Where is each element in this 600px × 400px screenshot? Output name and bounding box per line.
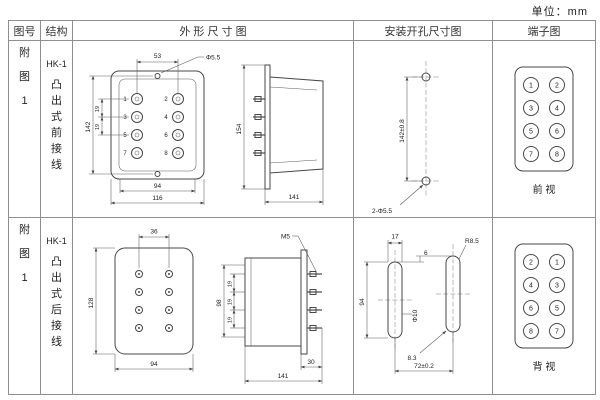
- terminal-number: 7: [555, 329, 559, 336]
- terminal-number: 5: [555, 306, 559, 313]
- stud-number: 3: [123, 115, 127, 121]
- dim-slot-end-radius: R8.5: [465, 238, 479, 245]
- terminal-number: 8: [529, 329, 533, 336]
- row1-model-label: HK-1: [46, 59, 67, 69]
- terminal-holes: [135, 270, 173, 332]
- terminal-number: 6: [555, 129, 559, 136]
- front-view: 1 2 3 4 5 6 7 8: [110, 70, 205, 180]
- row2-fig-cell: 附图1: [8, 217, 41, 395]
- row1-terminal-cell: 1 2 3 4 5 6 7 8 前 视: [492, 40, 596, 218]
- terminal-number: 6: [529, 306, 533, 313]
- dim-mounting-hole-span: 142±0.8: [399, 119, 406, 143]
- terminal-number: 1: [555, 260, 559, 267]
- row2-mounting-cell: 17 6 R8.5 94 Φ10 8.3: [353, 217, 493, 395]
- terminal-number: 2: [555, 83, 559, 90]
- dim-row-pitch: 19: [95, 106, 101, 112]
- table-row: 附图1 HK-1 凸出式后接线: [8, 217, 596, 395]
- terminal-studs: [131, 93, 184, 159]
- dim-stud-length: 30: [307, 359, 315, 366]
- dim-stud-pitch: 19: [228, 281, 234, 287]
- terminal-number: 4: [555, 106, 559, 113]
- dim-side-height: 154: [236, 123, 243, 134]
- header-mounting-dims: 安装开孔尺寸图: [353, 20, 493, 41]
- dim-mounting-holes: 2-Φ5.5: [372, 208, 392, 215]
- row2-terminal-cell: 2 1 4 3 6 5 8 7 背 视: [492, 217, 596, 395]
- stud-number: 4: [164, 115, 168, 121]
- unit-label: 单位：mm: [531, 6, 588, 18]
- terminal-diagram-rear-view: 2 1 4 3 6 5 8 7 背 视: [514, 243, 574, 373]
- row2-structure-cell: HK-1 凸出式后接线: [40, 217, 73, 395]
- dim-overall-width: 116: [152, 195, 163, 202]
- side-studs: [253, 96, 265, 156]
- view-label-front: 前 视: [533, 183, 556, 196]
- terminal-number: 4: [529, 283, 533, 290]
- stud-number: 7: [123, 151, 127, 157]
- terminal-number: 2: [529, 260, 533, 267]
- stud-number: 1: [123, 97, 127, 103]
- view-label-rear: 背 视: [533, 360, 556, 373]
- terminal-number: 3: [555, 283, 559, 290]
- terminal-number: 3: [529, 106, 533, 113]
- mounting-drawing-rear-wiring: 17 6 R8.5 94 Φ10 8.3: [359, 234, 479, 374]
- stud-number: 5: [123, 133, 127, 139]
- stud-numbers: 1 2 3 4 5 6 7 8: [123, 97, 168, 157]
- header-row: 图号 结构 外 形 尺 寸 图 安装开孔尺寸图 端子图: [8, 20, 596, 41]
- dim-slot-center-span: 72±0.2: [414, 363, 434, 370]
- side-view: [253, 64, 324, 190]
- dim-hole-span: 142: [85, 121, 92, 132]
- dim-body-height: 128: [88, 297, 95, 308]
- dim-stud-thread: M5: [281, 234, 290, 241]
- outline-drawing-rear-wiring: 36 128 94: [88, 229, 323, 384]
- rear-face-view: 36 128 94: [88, 229, 194, 372]
- terminal-grid: 1 2 3 4 5 6 7 8: [523, 77, 565, 162]
- dim-corner-radius: 8.3: [407, 355, 416, 362]
- side-studs: [307, 271, 322, 331]
- side-view: M5 98 19 19 19: [216, 234, 323, 384]
- row2-outline-cell: 36 128 94: [72, 217, 354, 395]
- stud-number: 6: [164, 133, 168, 139]
- stud-number: 2: [164, 97, 168, 103]
- mounting-drawing-front-wiring: 142±0.8 2-Φ5.5: [372, 61, 440, 215]
- dim-row-pitch: 19: [95, 124, 101, 130]
- terminal-number: 8: [555, 152, 559, 159]
- dim-stud-pitch: 19: [228, 299, 234, 305]
- header-terminal-diagram: 端子图: [492, 20, 596, 41]
- header-outline-dims: 外 形 尺 寸 图: [72, 20, 354, 41]
- stud-number: 8: [164, 151, 168, 157]
- row1-mounting-cell: 142±0.8 2-Φ5.5: [353, 40, 493, 218]
- terminal-number: 1: [529, 83, 533, 90]
- dim-slot-length: 94: [359, 298, 366, 306]
- spec-table: 图号 结构 外 形 尺 寸 图 安装开孔尺寸图 端子图 附图1 HK-1 凸出式…: [8, 20, 596, 395]
- dim-inner-width: 94: [154, 183, 162, 190]
- terminal-diagram-front-view: 1 2 3 4 5 6 7 8 前 视: [514, 66, 574, 196]
- outline-drawing-front-wiring: 1 2 3 4 5 6 7 8: [85, 53, 324, 205]
- row1-structure-label: 凸出式前接线: [51, 79, 62, 171]
- dim-slot-width: 17: [391, 234, 399, 241]
- terminal-number: 5: [529, 129, 533, 136]
- row1-fig-label: 附图1: [19, 47, 30, 107]
- header-structure: 结构: [40, 20, 73, 41]
- dim-hole-diameter: Φ5.5: [206, 55, 221, 62]
- dim-side-depth: 141: [289, 194, 300, 201]
- dim-hole-column-span: 36: [150, 229, 158, 236]
- row2-structure-label: 凸出式后接线: [51, 256, 62, 348]
- header-fig-no: 图号: [8, 20, 41, 41]
- row1-structure-cell: HK-1 凸出式前接线: [40, 40, 73, 218]
- dim-slot-offset: 6: [424, 250, 428, 257]
- dim-body-width: 94: [150, 361, 158, 368]
- dim-stud-pitch: 19: [228, 317, 234, 323]
- row2-model-label: HK-1: [46, 236, 67, 246]
- table-row: 附图1 HK-1 凸出式前接线: [8, 40, 596, 218]
- terminal-grid: 2 1 4 3 6 5 8 7: [523, 254, 565, 339]
- row1-outline-cell: 1 2 3 4 5 6 7 8: [72, 40, 354, 218]
- row2-fig-label: 附图1: [19, 224, 30, 284]
- terminal-number: 7: [529, 152, 533, 159]
- row1-fig-cell: 附图1: [8, 40, 41, 218]
- dim-stud-column-span: 53: [154, 53, 162, 60]
- dim-side-depth: 141: [278, 373, 289, 380]
- dim-slot-diameter: Φ10: [412, 309, 419, 322]
- dim-stud-region: 98: [216, 299, 223, 307]
- front-view-dimensions: 53 Φ5.5 142 19 19: [85, 53, 221, 205]
- side-view-dimensions: 154 141: [236, 64, 324, 205]
